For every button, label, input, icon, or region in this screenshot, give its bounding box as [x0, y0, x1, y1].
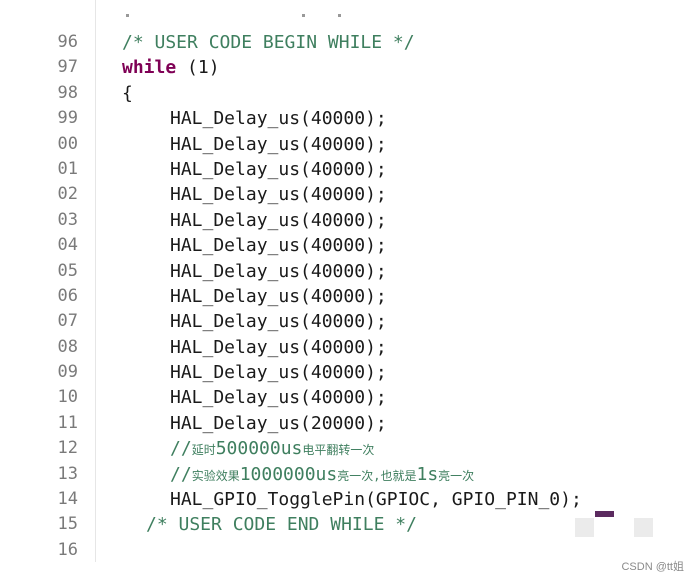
code-line[interactable]: 04 HAL_Delay_us(40000); [0, 233, 698, 258]
comment-segment: // [170, 463, 192, 485]
line-number: 07 [57, 311, 78, 332]
code-text: HAL_GPIO_TogglePin(GPIOC, GPIO_PIN_0); [170, 489, 582, 511]
watermark: CSDN @tt姐 [621, 561, 684, 573]
code-text: { [122, 82, 133, 104]
decorative-square [634, 518, 653, 537]
code-text: HAL_Delay_us(40000); [170, 387, 387, 409]
code-text: HAL_Delay_us(40000); [170, 285, 387, 307]
code-text: HAL_Delay_us(40000); [170, 209, 387, 231]
code-line[interactable]: 96 /* USER CODE BEGIN WHILE */ [0, 30, 698, 55]
gutter-divider [95, 0, 96, 562]
code-line[interactable]: 99 HAL_Delay_us(40000); [0, 106, 698, 131]
code-line[interactable]: 15 /* USER CODE END WHILE */ [0, 512, 698, 537]
line-number-gutter [0, 0, 95, 566]
code-text: //延时500000us电平翻转一次 [170, 436, 374, 463]
line-number: 15 [57, 514, 78, 535]
comment-segment: 电平翻转一次 [302, 443, 375, 458]
code-line[interactable]: 03 HAL_Delay_us(40000); [0, 208, 698, 233]
code-text: HAL_Delay_us(40000); [170, 108, 387, 130]
code-text: //实验效果1000000us亮一次,也就是1s亮一次 [170, 462, 474, 489]
code-line[interactable]: 16 [0, 538, 698, 563]
line-number: 08 [57, 336, 78, 357]
line-number: 14 [57, 489, 78, 510]
code-text: HAL_Delay_us(40000); [170, 133, 387, 155]
code-text: /* USER CODE BEGIN WHILE */ [122, 32, 415, 53]
while-condition: (1) [176, 57, 220, 79]
comment-segment: // [170, 438, 192, 460]
line-number: 11 [57, 412, 78, 433]
code-text: HAL_Delay_us(20000); [170, 412, 387, 434]
decorative-square [575, 518, 594, 537]
comment-segment: 亮一次 [438, 468, 475, 483]
code-line[interactable]: 07 HAL_Delay_us(40000); [0, 309, 698, 334]
line-number: 13 [57, 463, 78, 484]
code-line[interactable]: 02 HAL_Delay_us(40000); [0, 182, 698, 207]
comment-segment: 1s [416, 463, 439, 485]
code-text: HAL_Delay_us(40000); [170, 311, 387, 333]
code-text: HAL_Delay_us(40000); [170, 158, 387, 180]
code-line[interactable]: 12 //延时500000us电平翻转一次 [0, 436, 698, 461]
comment-segment: 亮一次,也就是 [337, 468, 417, 483]
clipped-previous-line [124, 14, 344, 20]
line-number: 10 [57, 387, 78, 408]
code-line[interactable]: 06 HAL_Delay_us(40000); [0, 284, 698, 309]
code-line[interactable]: 98 { [0, 81, 698, 106]
line-number: 96 [57, 32, 78, 52]
line-number: 98 [57, 82, 78, 103]
line-number: 99 [57, 108, 78, 129]
code-text: HAL_Delay_us(40000); [170, 336, 387, 358]
line-number: 06 [57, 285, 78, 306]
comment-segment: 实验效果 [191, 468, 240, 483]
code-text: while (1) [122, 55, 220, 80]
code-line[interactable]: 13 //实验效果1000000us亮一次,也就是1s亮一次 [0, 462, 698, 487]
line-number: 02 [57, 184, 78, 205]
text-cursor-marker [595, 511, 614, 517]
code-text: HAL_Delay_us(40000); [170, 362, 387, 384]
line-number: 00 [57, 133, 78, 154]
line-number: 05 [57, 260, 78, 281]
code-text: HAL_Delay_us(40000); [170, 235, 387, 257]
code-text: /* USER CODE END WHILE */ [146, 514, 417, 536]
comment-segment: 500000us [215, 438, 303, 460]
code-line[interactable]: 00 HAL_Delay_us(40000); [0, 132, 698, 157]
code-line[interactable]: 10 HAL_Delay_us(40000); [0, 385, 698, 410]
line-number: 16 [57, 539, 78, 560]
code-line[interactable]: 09 HAL_Delay_us(40000); [0, 360, 698, 385]
code-line[interactable]: 97 while (1) [0, 55, 698, 80]
line-number: 04 [57, 235, 78, 256]
line-number: 01 [57, 158, 78, 179]
comment-segment: 1000000us [239, 463, 338, 485]
keyword-while: while [122, 57, 177, 79]
code-line[interactable]: 14 HAL_GPIO_TogglePin(GPIOC, GPIO_PIN_0); [0, 487, 698, 512]
code-line[interactable]: 01 HAL_Delay_us(40000); [0, 157, 698, 182]
code-line[interactable]: 05 HAL_Delay_us(40000); [0, 259, 698, 284]
code-line[interactable]: 08 HAL_Delay_us(40000); [0, 335, 698, 360]
code-text: HAL_Delay_us(40000); [170, 184, 387, 206]
code-line[interactable]: 11 HAL_Delay_us(20000); [0, 411, 698, 436]
comment-segment: 延时 [191, 443, 216, 458]
line-number: 03 [57, 209, 78, 230]
code-lines[interactable]: 96 /* USER CODE BEGIN WHILE */ 97 while (1)… [0, 30, 698, 563]
line-number: 12 [57, 438, 78, 459]
code-text: HAL_Delay_us(40000); [170, 260, 387, 282]
line-number: 97 [57, 57, 78, 78]
line-number: 09 [57, 362, 78, 383]
